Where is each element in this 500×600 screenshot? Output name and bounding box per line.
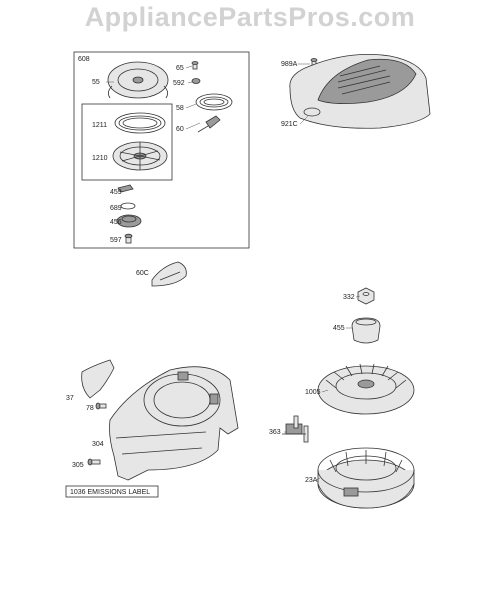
part-60-starter-handle[interactable]	[197, 115, 221, 133]
part-592-washer[interactable]	[191, 78, 201, 84]
part-37-air-guide[interactable]	[81, 359, 115, 399]
label-304: 304	[92, 441, 104, 448]
part-1005-flywheel-fan[interactable]	[317, 363, 415, 415]
label-363: 363	[269, 429, 281, 436]
label-1036-emissions: 1036 EMISSIONS LABEL	[70, 489, 150, 496]
label-37: 37	[66, 395, 74, 402]
part-58-starter-rope[interactable]	[195, 93, 233, 111]
label-1211: 1211	[92, 122, 107, 129]
label-689: 689	[110, 205, 122, 212]
label-305: 305	[72, 462, 84, 469]
label-1210: 1210	[92, 155, 108, 162]
label-597: 597	[110, 237, 122, 244]
part-332-nut[interactable]	[357, 287, 375, 305]
part-921C-blower-housing[interactable]	[289, 53, 431, 129]
part-455-starter-cup[interactable]	[351, 317, 381, 344]
part-304-blower-housing[interactable]	[109, 366, 239, 481]
part-363-armature-bracket[interactable]	[282, 415, 309, 443]
part-23A-flywheel[interactable]	[317, 447, 415, 509]
part-60C-handle[interactable]	[151, 261, 187, 287]
label-55: 55	[92, 79, 100, 86]
part-1210-pulley[interactable]	[112, 141, 168, 171]
label-65: 65	[176, 65, 184, 72]
part-597-screw[interactable]	[124, 233, 133, 244]
starter-assembly-box	[73, 51, 250, 249]
label-456: 456	[110, 219, 122, 226]
label-592: 592	[173, 80, 185, 87]
part-78-screw[interactable]	[95, 402, 107, 410]
leader-lines	[106, 63, 361, 481]
label-58: 58	[176, 105, 184, 112]
part-65-screw[interactable]	[191, 61, 199, 70]
label-989A: 989A	[281, 61, 298, 68]
label-608: 608	[78, 56, 90, 63]
rewind-kit-box	[81, 103, 173, 181]
watermark-logo-text: AppliancePartsPros.com	[84, 2, 416, 32]
emissions-label-box	[65, 485, 159, 498]
label-921C: 921C	[281, 121, 298, 128]
label-78: 78	[86, 405, 94, 412]
part-456-retainer[interactable]	[116, 214, 142, 228]
label-455: 455	[333, 325, 345, 332]
part-305-screw[interactable]	[87, 458, 101, 466]
label-459: 459	[110, 189, 122, 196]
label-1005: 1005	[305, 389, 321, 396]
label-23A: 23A	[305, 477, 318, 484]
part-459-pawl[interactable]	[117, 184, 134, 193]
part-689-spring[interactable]	[120, 202, 136, 210]
label-332: 332	[343, 294, 355, 301]
part-1211-rewind-spring[interactable]	[114, 112, 166, 134]
label-60: 60	[176, 126, 184, 133]
part-55-starter-housing[interactable]	[107, 61, 169, 99]
label-60C: 60C	[136, 270, 149, 277]
